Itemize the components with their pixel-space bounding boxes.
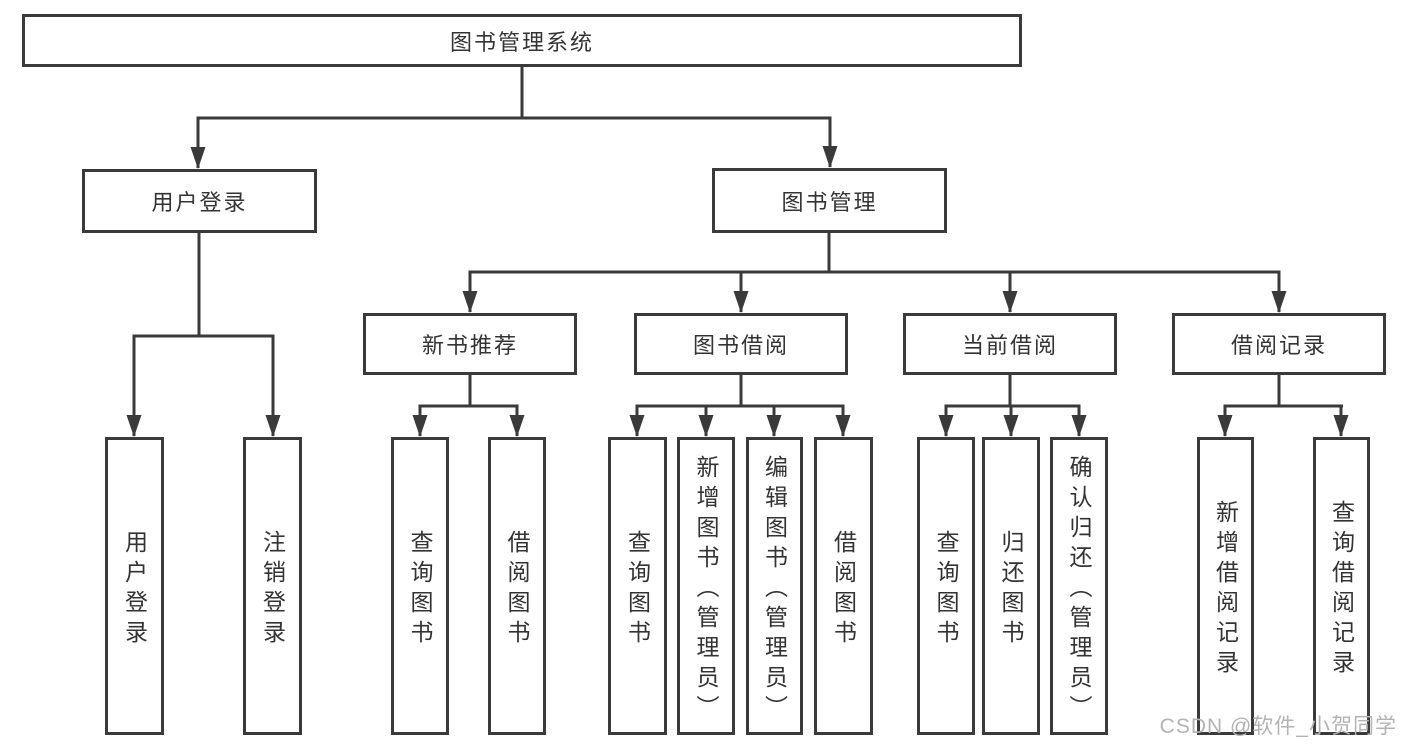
leaf-logout: 注销登录 — [243, 437, 302, 735]
node-user-login: 用户登录 — [82, 169, 317, 233]
node-borrow-records: 借阅记录 — [1172, 313, 1386, 375]
leaf-user-login: 用户登录 — [105, 437, 164, 735]
leaf-bb-query-books: 查询图书 — [608, 437, 667, 735]
node-current-borrow-label: 当前借阅 — [961, 333, 1058, 358]
leaf-cb-query-books: 查询图书 — [917, 437, 975, 735]
node-book-management: 图书管理 — [712, 168, 947, 233]
node-root-label: 图书管理系统 — [449, 29, 594, 55]
node-new-book-recommend: 新书推荐 — [363, 313, 577, 375]
node-user-login-label: 用户登录 — [151, 190, 248, 215]
leaf-bb-add-books-admin: 新增图书（管理员） — [677, 437, 735, 735]
leaf-nbr-borrow-books: 借阅图书 — [488, 437, 546, 735]
leaf-cb-return-books-label: 归还图书 — [998, 529, 1024, 650]
leaf-bb-borrow-books-label: 借阅图书 — [830, 529, 857, 650]
node-new-book-recommend-label: 新书推荐 — [421, 333, 518, 358]
leaf-bb-borrow-books: 借阅图书 — [814, 437, 873, 735]
leaf-user-login-label: 用户登录 — [121, 529, 148, 650]
leaf-nbr-borrow-books-label: 借阅图书 — [504, 529, 530, 650]
leaf-br-add-record: 新增借阅记录 — [1197, 437, 1254, 735]
leaf-bb-edit-books-admin: 编辑图书（管理员） — [746, 437, 803, 735]
csdn-watermark: CSDN @软件_小贺同学 — [1159, 715, 1397, 738]
leaf-cb-return-books: 归还图书 — [982, 437, 1040, 735]
node-borrow-records-label: 借阅记录 — [1230, 333, 1327, 358]
leaf-bb-edit-books-admin-label: 编辑图书（管理员） — [761, 454, 788, 725]
leaf-cb-confirm-return-admin: 确认归还（管理员） — [1050, 437, 1108, 735]
leaf-nbr-query-books-label: 查询图书 — [407, 529, 433, 650]
node-book-borrow: 图书借阅 — [634, 313, 848, 375]
leaf-bb-query-books-label: 查询图书 — [624, 529, 651, 650]
leaf-cb-confirm-return-admin-label: 确认归还（管理员） — [1066, 454, 1092, 725]
leaf-br-query-record: 查询借阅记录 — [1313, 437, 1370, 735]
leaf-br-add-record-label: 新增借阅记录 — [1212, 499, 1239, 680]
leaf-bb-add-books-admin-label: 新增图书（管理员） — [693, 454, 719, 725]
leaf-logout-label: 注销登录 — [259, 529, 286, 650]
leaf-br-query-record-label: 查询借阅记录 — [1328, 499, 1355, 680]
node-current-borrow: 当前借阅 — [903, 313, 1117, 375]
node-book-management-label: 图书管理 — [781, 189, 878, 215]
leaf-nbr-query-books: 查询图书 — [391, 437, 449, 735]
leaf-cb-query-books-label: 查询图书 — [933, 529, 959, 650]
node-book-borrow-label: 图书借阅 — [692, 333, 789, 358]
node-root: 图书管理系统 — [22, 14, 1022, 67]
